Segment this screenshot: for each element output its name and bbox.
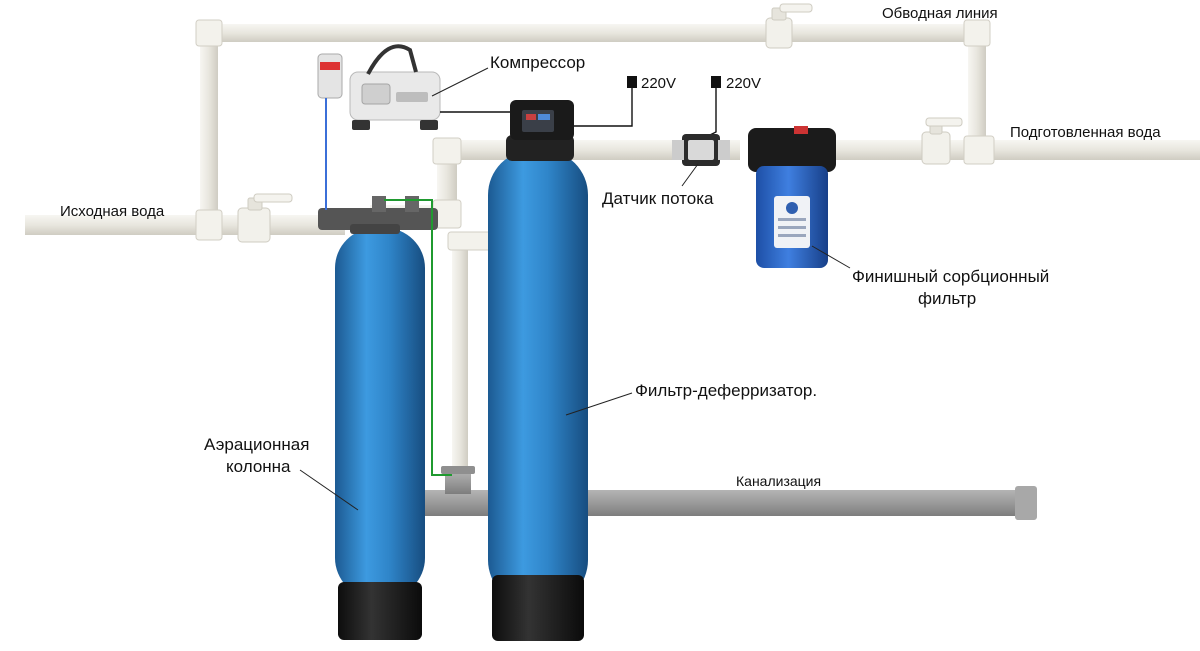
label-raw-water: Исходная вода <box>60 203 165 220</box>
treated-pipe-right <box>830 140 1200 160</box>
elbow-fitting <box>433 138 461 164</box>
label-power-left: 220V <box>641 75 676 92</box>
label-power-right: 220V <box>726 75 761 92</box>
finish-filter <box>748 126 836 268</box>
labels: Обводная линия Компрессор 220V 220V Подг… <box>60 5 1161 489</box>
control-valve-display <box>522 110 554 132</box>
deferrizer-filter <box>488 100 588 641</box>
aeration-tank-base <box>338 582 422 640</box>
bypass-pipe <box>200 24 986 42</box>
finish-filter-cap <box>748 128 836 172</box>
drain-riser-pipe <box>452 238 468 488</box>
tee-fitting <box>964 136 994 164</box>
leader-flow-sensor <box>682 164 698 186</box>
power-plug-icon <box>627 76 637 88</box>
label-finish-filter-1: Финишный сорбционный <box>852 267 1049 286</box>
label-deferrizer: Фильтр-деферризатор. <box>635 381 817 400</box>
power-plug-icon <box>711 76 721 88</box>
label-aeration-2: колонна <box>226 457 291 476</box>
label-sewer: Канализация <box>736 473 821 489</box>
deferrizer-tank-base <box>492 575 584 641</box>
bypass-riser-left <box>200 28 218 220</box>
label-bypass: Обводная линия <box>882 5 998 22</box>
aeration-tank-body <box>335 228 425 598</box>
compressor <box>318 46 440 130</box>
pressure-regulator <box>318 54 342 98</box>
label-compressor: Компрессор <box>490 53 585 72</box>
label-flow-sensor: Датчик потока <box>602 189 714 208</box>
label-aeration-1: Аэрационная <box>204 435 309 454</box>
power-cable-sensor <box>704 88 716 138</box>
pipe-network <box>25 20 1200 488</box>
power-cable-valve <box>574 88 632 126</box>
label-treated-water: Подготовленная вода <box>1010 124 1161 141</box>
deferrizer-tank-body <box>488 150 588 605</box>
aeration-column <box>318 196 438 640</box>
elbow-fitting <box>196 20 222 46</box>
compressor-handle <box>368 46 416 74</box>
label-finish-filter-2: фильтр <box>918 289 976 308</box>
flow-sensor <box>672 134 730 166</box>
elbow-fitting <box>964 20 990 46</box>
tee-fitting <box>196 210 222 240</box>
